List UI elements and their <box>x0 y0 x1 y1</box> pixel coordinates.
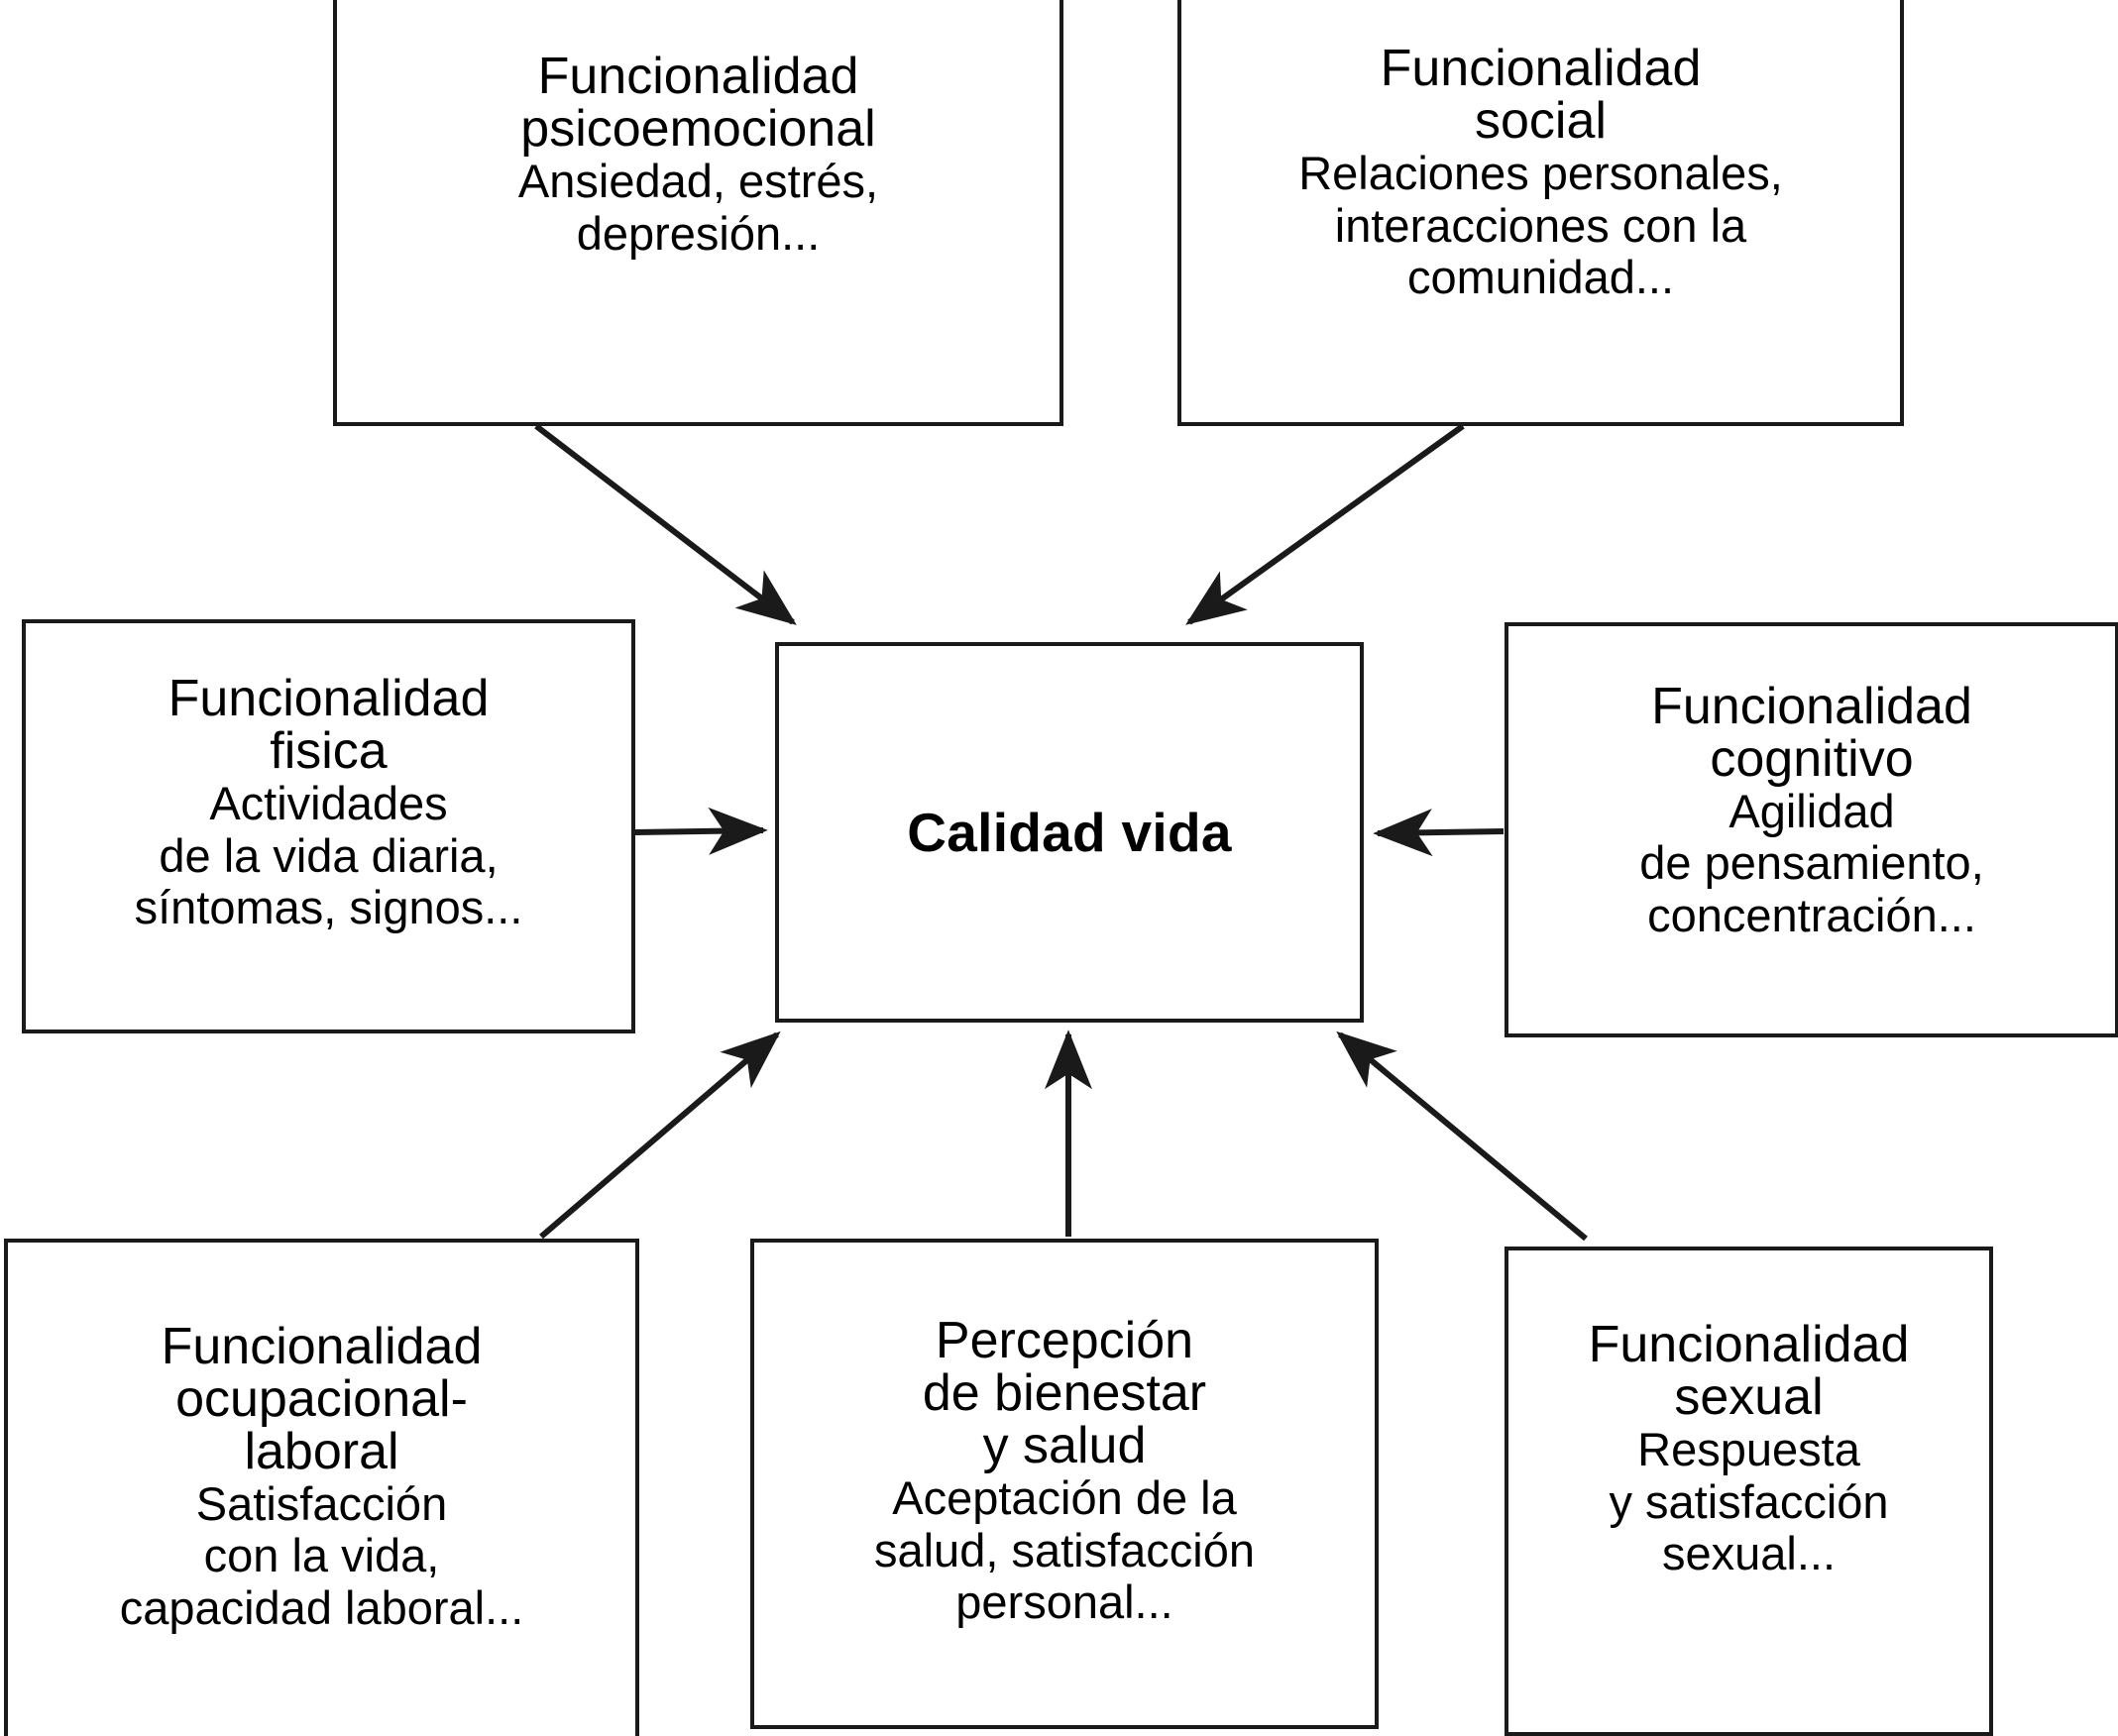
edge-fisica-to-center <box>634 807 768 855</box>
node-desc-line: Actividades <box>209 777 448 830</box>
node-desc-line: Relaciones personales, <box>1298 147 1783 200</box>
node-desc-line: de pensamiento, <box>1639 836 1984 890</box>
node-desc-line: con la vida, <box>203 1529 440 1582</box>
node-title-line: Funcionalidad <box>1651 677 1972 735</box>
node-desc-line: interacciones con la <box>1334 198 1747 252</box>
node-desc-line: Satisfacción <box>195 1476 448 1530</box>
node-funcionalidad-social[interactable]: Funcionalidad social Relaciones personal… <box>1177 0 1904 426</box>
node-title-line: de bienestar <box>922 1364 1207 1423</box>
node-desc-line: Ansiedad, estrés, <box>517 155 879 208</box>
node-funcionalidad-ocupacional-laboral[interactable]: Funcionalidad ocupacional- laboral Satis… <box>4 1239 639 1736</box>
edge-social-to-center <box>1185 423 1465 625</box>
node-title-line: Funcionalidad <box>537 48 859 106</box>
node-title-line: ocupacional- <box>175 1369 468 1428</box>
node-calidad-vida[interactable]: Calidad vida <box>775 642 1364 1023</box>
node-desc-line: personal... <box>955 1575 1173 1629</box>
node-funcionalidad-fisica[interactable]: Funcionalidad fisica Actividades de la v… <box>22 619 635 1033</box>
node-funcionalidad-psicoemocional[interactable]: Funcionalidad psicoemocional Ansiedad, e… <box>333 0 1063 426</box>
node-title-line: Funcionalidad <box>1588 1316 1910 1374</box>
node-desc-line: Agilidad <box>1728 784 1895 837</box>
node-funcionalidad-cognitivo[interactable]: Funcionalidad cognitivo Agilidad de pens… <box>1505 622 2118 1037</box>
node-desc-line: comunidad... <box>1406 251 1675 304</box>
node-title-line: social <box>1475 92 1607 151</box>
node-desc-line: concentración... <box>1647 888 1976 941</box>
node-title-line: Funcionalidad <box>1380 40 1702 98</box>
node-desc-line: y satisfacción <box>1609 1474 1889 1528</box>
node-title-line: fisica <box>270 722 388 781</box>
node-desc-line: Respuesta <box>1637 1423 1860 1476</box>
edge-ocupacional-to-center <box>539 1031 781 1240</box>
node-desc-line: de la vida diaria, <box>159 828 499 882</box>
edge-sexual-to-center <box>1336 1031 1588 1242</box>
node-title-line: cognitivo <box>1710 729 1914 788</box>
edge-cognitivo-to-center <box>1373 809 1505 857</box>
node-desc-line: depresión... <box>576 207 821 261</box>
node-title-line: y salud <box>982 1417 1147 1475</box>
node-percepcion-bienestar-salud[interactable]: Percepción de bienestar y salud Aceptaci… <box>750 1239 1379 1729</box>
center-node-label: Calidad vida <box>907 802 1232 863</box>
node-title-line: laboral <box>244 1422 399 1480</box>
node-desc-line: síntomas, signos... <box>134 881 523 934</box>
node-title-line: Funcionalidad <box>161 1317 483 1375</box>
node-desc-line: sexual... <box>1661 1527 1837 1580</box>
node-funcionalidad-sexual[interactable]: Funcionalidad sexual Respuesta y satisfa… <box>1505 1247 1993 1736</box>
node-desc-line: capacidad laboral... <box>119 1580 524 1634</box>
node-desc-line: salud, satisfacción <box>873 1523 1256 1576</box>
node-title-line: psicoemocional <box>520 100 876 159</box>
node-title-line: Funcionalidad <box>167 670 490 728</box>
node-desc-line: Aceptación de la <box>892 1471 1237 1525</box>
node-title-line: Percepción <box>935 1312 1194 1370</box>
node-title-line: sexual <box>1674 1368 1824 1427</box>
edge-psicoemocional-to-center <box>534 423 797 625</box>
